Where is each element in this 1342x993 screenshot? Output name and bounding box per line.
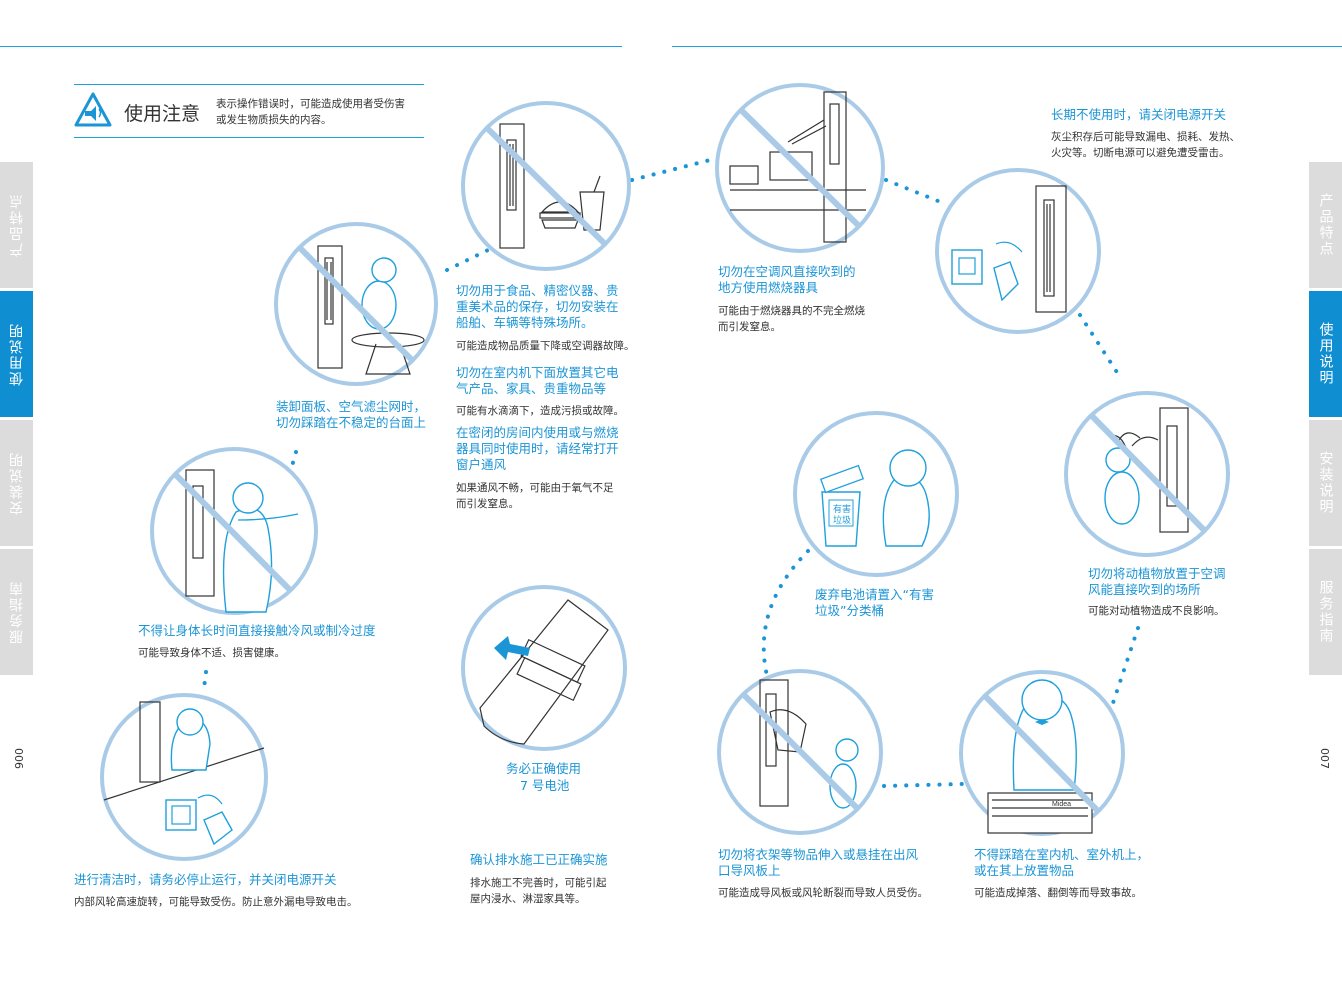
header-desc-2: 或发生物质损失的内容。 xyxy=(216,114,332,126)
illus-unstable-table xyxy=(274,222,438,386)
food-title-2: 重美术品的保存，切勿安装在 xyxy=(456,299,619,314)
burner-note-1: 可能由于燃烧器具的不完全燃烧 xyxy=(718,305,865,317)
battery-title-1: 务必正确使用 xyxy=(506,761,582,776)
illus-cleaning xyxy=(100,693,268,861)
header-desc-1: 表示操作错误时，可能造成使用者受伤害 xyxy=(216,98,405,110)
header-rule-bottom xyxy=(74,137,424,138)
burner-note-2: 而引发窒息。 xyxy=(718,321,781,333)
closed-room-title-3: 窗户通风 xyxy=(456,457,507,472)
illus-burner xyxy=(715,83,885,253)
illus-hanger xyxy=(717,669,883,835)
tab-usage-left[interactable]: 使用说明 xyxy=(0,291,33,417)
closed-room-note-1: 如果通风不畅，可能由于氧气不足 xyxy=(456,482,614,494)
hanger-title-2: 口导风板上 xyxy=(718,863,781,878)
food-title-1: 切勿用于食品、精密仪器、贵 xyxy=(456,283,619,298)
tab-features-right[interactable]: 产品特点 xyxy=(1309,162,1342,288)
burner-title-1: 切勿在空调风直接吹到的 xyxy=(718,264,856,279)
illus-plants xyxy=(1064,391,1230,557)
illus-waste-battery: 有害 垃圾 xyxy=(793,411,959,577)
outdoor-brand: Midea xyxy=(1052,801,1071,808)
power-off-note-2: 火灾等。切断电源可以避免遭受雷击。 xyxy=(1051,147,1230,159)
warning-icon xyxy=(74,92,112,127)
outdoor-title-1: 不得踩踏在室内机、室外机上， xyxy=(974,847,1150,862)
illus-cold-wind xyxy=(150,447,318,615)
below-note: 可能有水滴滴下，造成污损或故障。 xyxy=(456,405,624,417)
outdoor-title-2: 或在其上放置物品 xyxy=(974,863,1075,878)
food-title-3: 船舶、车辆等特殊场所。 xyxy=(456,315,594,330)
unstable-title-2: 切勿踩踏在不稳定的台面上 xyxy=(276,415,427,430)
cleaning-note: 内部风轮高速旋转，可能导致受伤。防止意外漏电导致电击。 xyxy=(74,896,358,908)
tab-service-right[interactable]: 服务指南 xyxy=(1309,549,1342,675)
tab-install-left[interactable]: 安装说明 xyxy=(0,420,33,546)
closed-room-title-1: 在密闭的房间内使用或与燃烧 xyxy=(456,425,619,440)
unstable-title-1: 装卸面板、空气滤尘网时， xyxy=(276,399,427,414)
bin-label-1: 有害 xyxy=(833,503,851,515)
top-rule-right xyxy=(672,46,1342,47)
hanger-note: 可能造成导风板或风轮断裂而导致人员受伤。 xyxy=(718,887,928,899)
power-off-note-1: 灰尘积存后可能导致漏电、损耗、发热、 xyxy=(1051,131,1240,143)
bin-label-2: 垃圾 xyxy=(833,514,851,526)
closed-room-title-2: 器具同时使用时，请经常打开 xyxy=(456,441,619,456)
tab-usage-right[interactable]: 使用说明 xyxy=(1309,291,1342,417)
plants-title-2: 风能直接吹到的场所 xyxy=(1088,582,1201,597)
below-title-1: 切勿在室内机下面放置其它电 xyxy=(456,365,619,380)
top-rule-left xyxy=(0,46,622,47)
cold-wind-note: 可能导致身体不适、损害健康。 xyxy=(138,647,285,659)
drain-note-2: 屋内浸水、淋湿家具等。 xyxy=(470,893,586,905)
cold-wind-title: 不得让身体长时间直接接触冷风或制冷过度 xyxy=(138,623,376,638)
illus-food-storage xyxy=(461,101,631,271)
tab-service-left[interactable]: 服务指南 xyxy=(0,549,33,675)
illus-battery xyxy=(461,585,627,751)
waste-battery-title-2: 垃圾”分类桶 xyxy=(815,603,884,618)
header-rule-top xyxy=(74,84,424,85)
battery-title-2: 7 号电池 xyxy=(520,778,570,793)
tab-install-right[interactable]: 安装说明 xyxy=(1309,420,1342,546)
burner-title-2: 地方使用燃烧器具 xyxy=(718,280,819,295)
hanger-title-1: 切勿将衣架等物品伸入或悬挂在出风 xyxy=(718,847,919,862)
outdoor-note: 可能造成掉落、翻倒等而导致事故。 xyxy=(974,887,1142,899)
tab-features-left[interactable]: 产品特点 xyxy=(0,162,33,288)
plants-title-1: 切勿将动植物放置于空调 xyxy=(1088,566,1226,581)
illus-outdoor: Midea xyxy=(959,670,1125,836)
power-off-title: 长期不使用时，请关闭电源开关 xyxy=(1051,107,1227,122)
drain-note-1: 排水施工不完善时，可能引起 xyxy=(470,877,607,889)
cleaning-title: 进行清洁时，请务必停止运行，并关闭电源开关 xyxy=(74,872,337,887)
page-title: 使用注意 xyxy=(124,103,201,125)
illus-power-off xyxy=(935,168,1101,334)
food-note: 可能造成物品质量下降或空调器故障。 xyxy=(456,340,635,352)
waste-battery-title-1: 废弃电池请置入“有害 xyxy=(815,587,934,602)
below-title-2: 气产品、家具、贵重物品等 xyxy=(456,381,607,396)
drain-title: 确认排水施工已正确实施 xyxy=(470,852,608,867)
plants-note: 可能对动植物造成不良影响。 xyxy=(1088,605,1225,617)
closed-room-note-2: 而引发窒息。 xyxy=(456,498,519,510)
